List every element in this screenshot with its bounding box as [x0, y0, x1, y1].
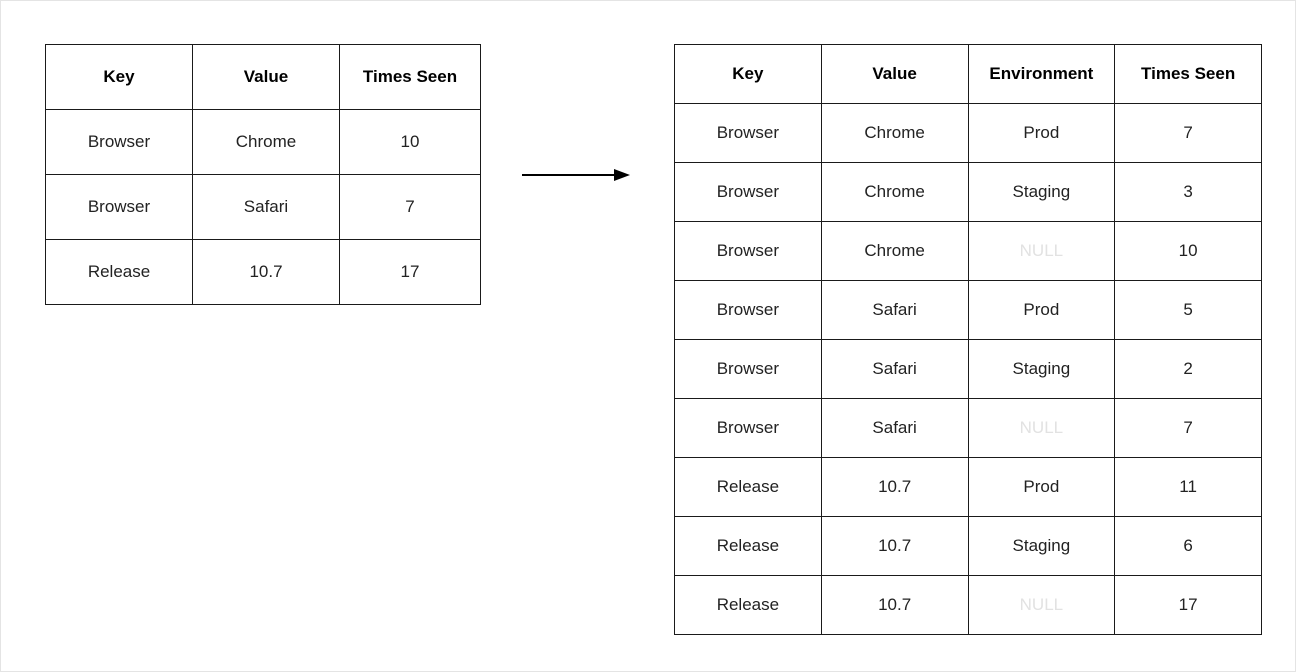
cell-value: 10.7 — [192, 239, 340, 305]
cell-value: 10.7 — [820, 516, 969, 576]
cell-key: Release — [674, 575, 822, 635]
right-arrow-icon — [522, 169, 630, 181]
cell-times-seen: 10 — [339, 109, 481, 175]
header-key: Key — [674, 44, 822, 104]
cell-key: Browser — [45, 174, 193, 240]
cell-environment: Prod — [967, 457, 1116, 517]
header-row: Key Value Times Seen — [45, 44, 481, 110]
cell-key: Browser — [674, 162, 822, 222]
cell-times-seen: 11 — [1114, 457, 1262, 517]
cell-environment: Staging — [967, 339, 1116, 399]
cell-key: Browser — [674, 221, 822, 281]
cell-key: Release — [674, 516, 822, 576]
cell-environment: NULL — [967, 575, 1116, 635]
cell-value: Safari — [192, 174, 340, 240]
cell-key: Browser — [674, 398, 822, 458]
cell-value: Safari — [820, 280, 969, 340]
cell-value: Safari — [820, 398, 969, 458]
cell-times-seen: 7 — [1114, 398, 1262, 458]
cell-environment: Staging — [967, 516, 1116, 576]
cell-times-seen: 17 — [1114, 575, 1262, 635]
cell-value: Chrome — [820, 103, 969, 163]
cell-times-seen: 7 — [1114, 103, 1262, 163]
cell-times-seen: 10 — [1114, 221, 1262, 281]
cell-environment: Prod — [967, 280, 1116, 340]
cell-times-seen: 7 — [339, 174, 481, 240]
cell-times-seen: 5 — [1114, 280, 1262, 340]
cell-environment: Staging — [967, 162, 1116, 222]
cell-environment: Prod — [967, 103, 1116, 163]
header-times-seen: Times Seen — [339, 44, 481, 110]
cell-key: Browser — [45, 109, 193, 175]
header-value: Value — [192, 44, 340, 110]
cell-value: Chrome — [820, 221, 969, 281]
cell-times-seen: 6 — [1114, 516, 1262, 576]
expanded-table: Key Value Environment Times Seen Browser… — [674, 44, 1262, 635]
header-value: Value — [820, 44, 969, 104]
cell-environment: NULL — [967, 221, 1116, 281]
cell-key: Browser — [674, 280, 822, 340]
header-row: Key Value Environment Times Seen — [674, 44, 1262, 104]
header-environment: Environment — [967, 44, 1116, 104]
cell-value: Chrome — [192, 109, 340, 175]
cell-key: Browser — [674, 103, 822, 163]
cell-times-seen: 17 — [339, 239, 481, 305]
cell-key: Release — [45, 239, 193, 305]
cell-times-seen: 3 — [1114, 162, 1262, 222]
cell-value: Chrome — [820, 162, 969, 222]
cell-value: 10.7 — [820, 457, 969, 517]
cell-key: Release — [674, 457, 822, 517]
cell-value: 10.7 — [820, 575, 969, 635]
cell-environment: NULL — [967, 398, 1116, 458]
cell-times-seen: 2 — [1114, 339, 1262, 399]
cell-value: Safari — [820, 339, 969, 399]
cell-key: Browser — [674, 339, 822, 399]
header-times-seen: Times Seen — [1114, 44, 1262, 104]
header-key: Key — [45, 44, 193, 110]
